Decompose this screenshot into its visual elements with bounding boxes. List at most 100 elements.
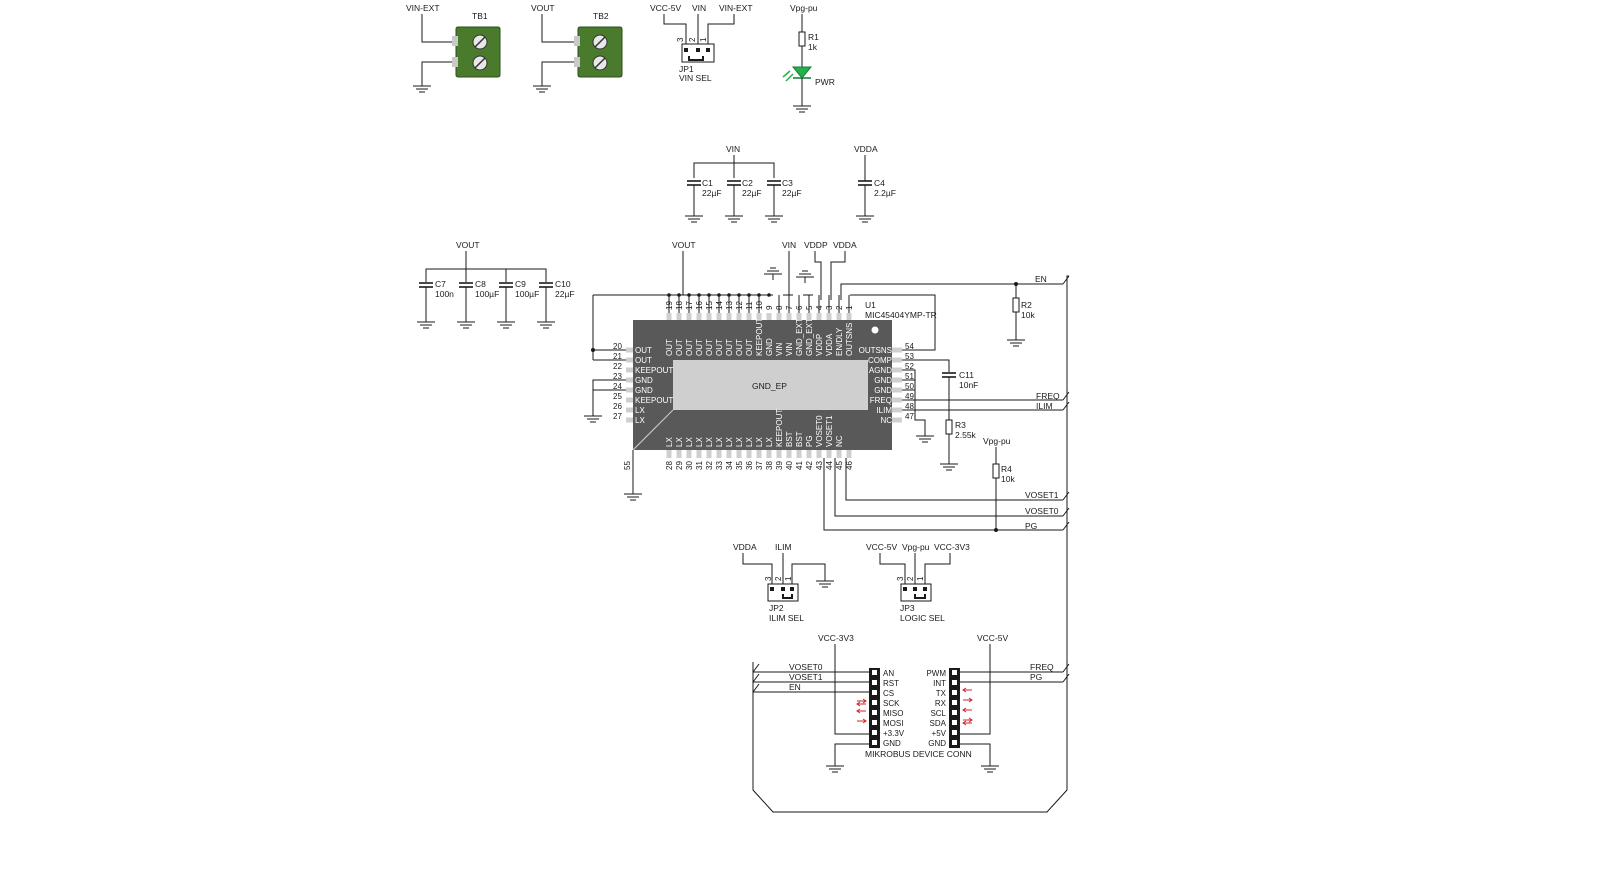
- u1-pin-number: 17: [685, 301, 694, 310]
- u1-pin-number: 5: [805, 305, 814, 310]
- jp2-pin-3: 3: [764, 576, 773, 581]
- jp1-net-2: VIN: [692, 3, 706, 13]
- mikrobus-pin-sda: SDA: [930, 719, 957, 728]
- u1-pin-46: 46: [845, 450, 854, 470]
- u1-pin-number: 34: [725, 461, 734, 470]
- r2-value: 10k: [1021, 310, 1035, 320]
- u1-pin-number: 30: [685, 461, 694, 470]
- mikrobus-pin-int: INT: [933, 679, 957, 688]
- r4-ref: R4: [1001, 464, 1012, 474]
- u1-bottom-pins: 28LX29LX30LX31LX32LX33LX34LX35LX36LX37LX…: [665, 409, 854, 470]
- tb2-net-label: VOUT: [531, 3, 555, 13]
- jp3-ref: JP3: [900, 603, 915, 613]
- jumper-jp3: VCC-5V Vpg-pu VCC-3V3 3 2 1 JP3 LOGIC SE…: [866, 542, 970, 623]
- jp3-desc: LOGIC SEL: [900, 613, 945, 623]
- jp2-net-vdda: VDDA: [733, 542, 757, 552]
- u1-pin-name: LX: [635, 416, 645, 425]
- u1-pin-name: LX: [725, 437, 734, 447]
- u1-pin-number: 49: [905, 392, 914, 401]
- u1-pin-name: OUT: [685, 339, 694, 356]
- mikrobus-pin-5v: +5V: [932, 729, 957, 738]
- c2-value: 22µF: [742, 188, 762, 198]
- mikrobus-pin-label: GND: [883, 739, 901, 748]
- u1-pin-number: 4: [815, 305, 824, 310]
- u1-pin-number: 13: [725, 301, 734, 310]
- u1-pin-number: 23: [613, 372, 622, 381]
- jp2-desc: ILIM SEL: [769, 613, 804, 623]
- jp2-net-ilim: ILIM: [775, 542, 792, 552]
- u1-pin-name: LX: [695, 437, 704, 447]
- u1-pin-number: 33: [715, 461, 724, 470]
- u1-pin-name: OUT: [635, 356, 652, 365]
- u1-pin-name: LX: [665, 437, 674, 447]
- u1-pin-number: 41: [795, 461, 804, 470]
- r3-ref: R3: [955, 420, 966, 430]
- jp2-pin-1: 1: [784, 576, 793, 581]
- mikrobus-pin-an: AN: [872, 669, 894, 678]
- u1-pin-31: 31 LX: [695, 437, 704, 470]
- u1-pin-name: OUT: [635, 346, 652, 355]
- u1-pin-name: EN/DLY: [835, 327, 844, 356]
- u1-pin-name: VDDP: [815, 334, 824, 356]
- u1-pin-number: 2: [835, 305, 844, 310]
- u1-pin-name: KEEPOUT: [775, 409, 784, 447]
- mikrobus-pin-label: +3.3V: [883, 729, 905, 738]
- c4-ref: C4: [874, 178, 885, 188]
- c2-ref: C2: [742, 178, 753, 188]
- terminal-block-tb2: VOUT TB2: [531, 3, 623, 93]
- jp3-pin-1: 1: [916, 576, 925, 581]
- c3-value: 22µF: [782, 188, 802, 198]
- mikrobus-pin-rst: RST: [872, 679, 899, 688]
- u1-pin-name: GND: [635, 386, 653, 395]
- u1-pin-number: 6: [795, 305, 804, 310]
- u1-pin-number: 25: [613, 392, 622, 401]
- u1-pin-number: 40: [785, 461, 794, 470]
- u1-pin-number: 29: [675, 461, 684, 470]
- input-capacitor-bank: VIN C1 22µF C2 22µF C3 22µF VDDA C4: [684, 144, 896, 223]
- u1-pin-name: LX: [735, 437, 744, 447]
- r1-ref: R1: [808, 32, 819, 42]
- u1-pin-number: 52: [905, 362, 914, 371]
- mikrobus-pin-tx: TX: [936, 689, 957, 698]
- mikrobus-pin-label: PWM: [926, 669, 946, 678]
- u1-pin-number: 36: [745, 461, 754, 470]
- u1-pin-name: VOSET1: [825, 415, 834, 447]
- u1-part: MIC45404YMP-TR: [865, 310, 937, 320]
- mikrobus-pin-label: SCK: [883, 699, 900, 708]
- u1-top-pins: 19OUT18OUT17OUT16OUT15OUT14OUT13OUT12OUT…: [665, 293, 854, 356]
- jp3-net-vcc5v: VCC-5V: [866, 542, 898, 552]
- u1-pin-number: 24: [613, 382, 622, 391]
- vdda-net-label: VDDA: [854, 144, 878, 154]
- mikrobus-net-voset0: VOSET0: [789, 662, 823, 672]
- u1-pin-number: 1: [845, 305, 854, 310]
- u1-pin-name: BST: [785, 431, 794, 447]
- tb2-ref: TB2: [593, 11, 609, 21]
- u1-pin-24: 24 GND: [613, 382, 653, 395]
- u1-pin-number: 32: [705, 461, 714, 470]
- u1-pin-number: 8: [775, 305, 784, 310]
- u1-pin-number: 53: [905, 352, 914, 361]
- u1-pin-number: 31: [695, 461, 704, 470]
- power-led-circuit: Vpg-pu R1 1k PWR: [782, 3, 835, 113]
- jp1-ref: JP1: [679, 64, 694, 74]
